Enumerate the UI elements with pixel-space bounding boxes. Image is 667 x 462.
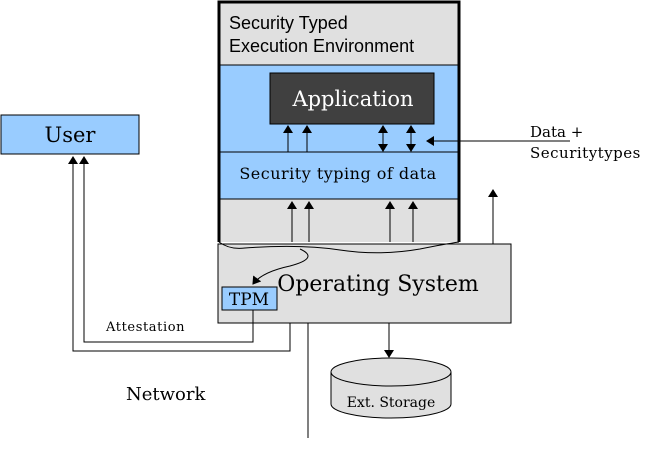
sete-wavy-bottom [218,241,460,254]
sete-title-line2: Execution Environment [229,36,414,56]
tpm-label: TPM [229,290,269,310]
os-to-user-arrow [68,156,291,352]
application-box [269,72,435,125]
storage-label: Ext. Storage [347,395,436,411]
data-input-line2: Securitytypes [530,144,641,162]
user-box [0,114,140,155]
data-input-line1: Data + [530,123,583,141]
application-label: Application [291,87,413,111]
user-label: User [45,123,97,147]
sete-to-tpm-arrow [252,248,309,285]
sete-title-line1: Security Typed [229,13,348,33]
attestation-label: Attestation [105,320,185,335]
network-label: Network [126,384,206,405]
attestation-arrow [79,156,254,343]
storage-cylinder [330,357,452,419]
security-typing-label: Security typing of data [239,164,436,183]
sete-border [217,0,461,242]
tpm-box [221,286,278,311]
os-label: Operating System [277,272,479,297]
